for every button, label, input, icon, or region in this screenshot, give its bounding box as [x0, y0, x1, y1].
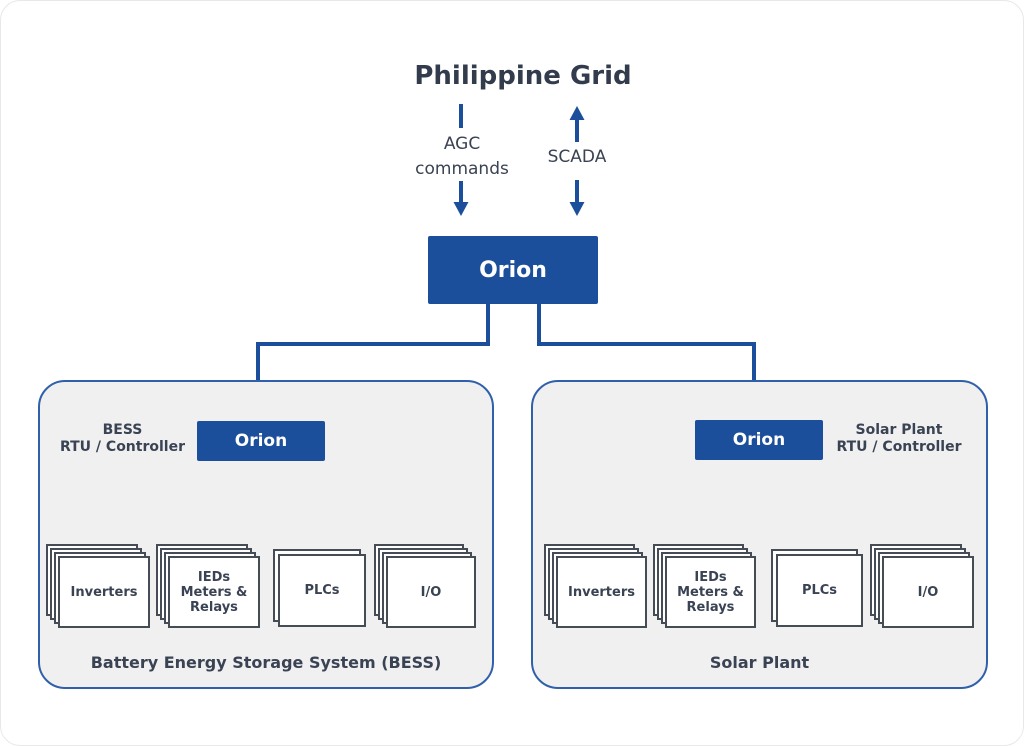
bess-panel: BESS RTU / Controller Orion Inverters IE…	[38, 380, 494, 689]
solar-plcs-stack: PLCs	[776, 554, 863, 627]
bess-orion-box: Orion	[197, 421, 325, 461]
solar-rtu-controller-label: Solar Plant RTU / Controller	[836, 422, 962, 455]
solar-inverters-stack: Inverters	[556, 556, 647, 628]
scada-label: SCADA	[547, 147, 607, 167]
bess-io-stack: I/O	[386, 556, 476, 628]
agc-commands-label: AGC commands	[415, 134, 509, 179]
solar-ieds-meters-relays-stack: IEDs Meters & Relays	[665, 556, 756, 628]
bess-caption: Battery Energy Storage System (BESS)	[90, 653, 442, 672]
orion-main-box: Orion	[428, 236, 598, 304]
solar-caption: Solar Plant	[709, 653, 810, 672]
grid-title: Philippine Grid	[414, 61, 632, 91]
bess-plcs-stack: PLCs	[278, 554, 366, 627]
bess-ieds-meters-relays-stack: IEDs Meters & Relays	[168, 556, 260, 628]
bess-rtu-controller-label: BESS RTU / Controller	[59, 422, 185, 455]
solar-panel: Solar Plant RTU / Controller Orion Inver…	[531, 380, 988, 689]
solar-io-stack: I/O	[882, 556, 974, 628]
bess-inverters-stack: Inverters	[58, 556, 150, 628]
solar-orion-box: Orion	[695, 420, 823, 460]
